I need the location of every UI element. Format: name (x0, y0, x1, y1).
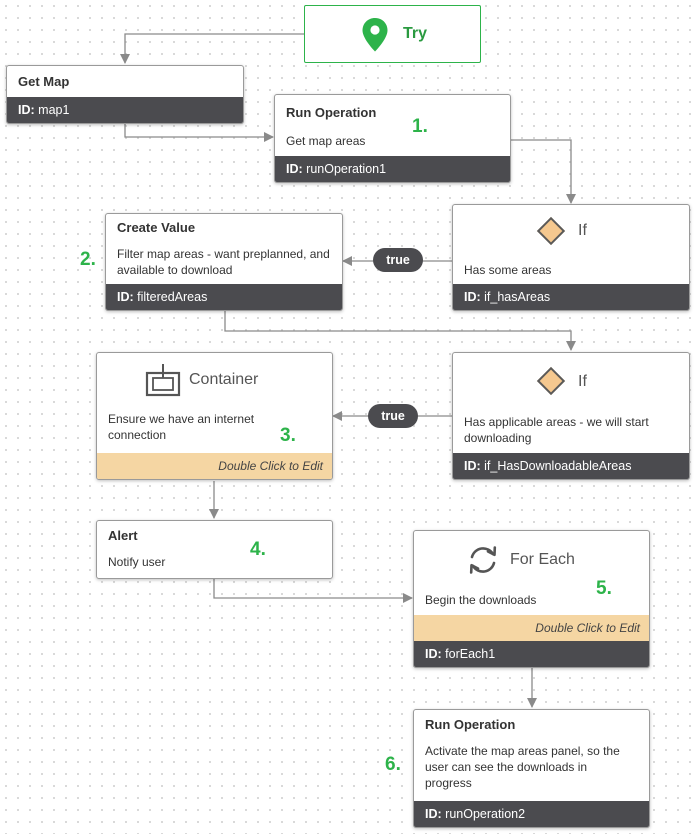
node-title: Run Operation (286, 105, 377, 120)
id-value: if_hasAreas (484, 290, 551, 304)
node-description: Notify user (108, 555, 166, 569)
node-title: Run Operation (425, 717, 516, 732)
id-label: ID: (425, 647, 442, 661)
step-number-6: 6. (385, 754, 401, 775)
wire-runop1-to-if1 (511, 139, 576, 204)
id-value: if_HasDownloadableAreas (484, 459, 632, 473)
id-label: ID: (18, 103, 35, 117)
node-title: Get Map (18, 74, 70, 89)
node-description: Begin the downloads (425, 593, 537, 607)
step-number-3: 3. (280, 425, 296, 446)
id-value: runOperation1 (306, 162, 387, 176)
node-id-bar: ID: filteredAreas (106, 284, 342, 310)
id-value: forEach1 (445, 647, 496, 661)
step-number-4: 4. (250, 539, 266, 560)
run-operation-2-node[interactable]: Run Operation Activate the map areas pan… (413, 709, 650, 828)
get-map-node[interactable]: Get Map ID: map1 (6, 65, 244, 124)
true-branch-label: true (368, 404, 418, 428)
node-id-bar: ID: if_hasAreas (453, 284, 689, 310)
id-label: ID: (464, 290, 481, 304)
wire-try-to-getmap (120, 33, 304, 64)
wire-alert-to-foreach (213, 579, 413, 603)
step-number-5: 5. (596, 578, 612, 599)
node-title: If (578, 222, 587, 239)
node-title: Alert (108, 528, 138, 543)
container-icon (145, 364, 181, 397)
step-number-1: 1. (412, 116, 428, 137)
node-id-bar: ID: runOperation2 (414, 801, 649, 827)
node-title: Container (189, 371, 259, 388)
node-title: For Each (510, 551, 575, 568)
map-pin-icon (362, 18, 388, 52)
id-value: runOperation2 (445, 807, 526, 821)
step-number-2: 2. (80, 249, 96, 270)
wire-createvalue-to-if2 (224, 311, 576, 351)
diamond-icon (536, 366, 566, 396)
if-has-areas-node[interactable]: If Has some areas ID: if_hasAreas (452, 204, 690, 311)
container-node[interactable]: Container Ensure we have an internet con… (96, 352, 333, 480)
id-label: ID: (425, 807, 442, 821)
alert-node[interactable]: Alert Notify user (96, 520, 333, 579)
node-id-bar: ID: map1 (7, 97, 243, 123)
for-each-node[interactable]: For Each Begin the downloads Double Clic… (413, 530, 650, 668)
node-description: Ensure we have an internet connection (108, 412, 255, 442)
try-label: Try (403, 25, 428, 42)
node-description: Has some areas (464, 263, 552, 277)
node-title: If (578, 373, 587, 390)
true-branch-label: true (373, 248, 423, 272)
node-id-bar: ID: if_HasDownloadableAreas (453, 453, 689, 479)
double-click-edit-hint[interactable]: Double Click to Edit (97, 453, 332, 479)
node-id-bar: ID: runOperation1 (275, 156, 510, 182)
id-value: map1 (38, 103, 70, 117)
wire-getmap-to-runop1 (124, 124, 274, 142)
node-description: Activate the map areas panel, so the use… (425, 744, 620, 790)
id-value: filteredAreas (137, 290, 208, 304)
id-label: ID: (286, 162, 303, 176)
if-has-downloadable-areas-node[interactable]: If Has applicable areas - we will start … (452, 352, 690, 480)
refresh-loop-icon (469, 546, 497, 574)
node-description: Has applicable areas - we will start dow… (464, 415, 649, 445)
try-node[interactable]: Try (304, 5, 481, 63)
double-click-edit-hint[interactable]: Double Click to Edit (414, 615, 649, 641)
id-label: ID: (117, 290, 134, 304)
id-label: ID: (464, 459, 481, 473)
diamond-icon (536, 216, 566, 246)
node-description: Get map areas (286, 134, 366, 148)
node-description: Filter map areas - want preplanned, and … (117, 247, 330, 277)
create-value-node[interactable]: Create Value Filter map areas - want pre… (105, 213, 343, 311)
node-title: Create Value (117, 220, 196, 235)
run-operation-1-node[interactable]: Run Operation Get map areas ID: runOpera… (274, 94, 511, 183)
node-id-bar: ID: forEach1 (414, 641, 649, 667)
